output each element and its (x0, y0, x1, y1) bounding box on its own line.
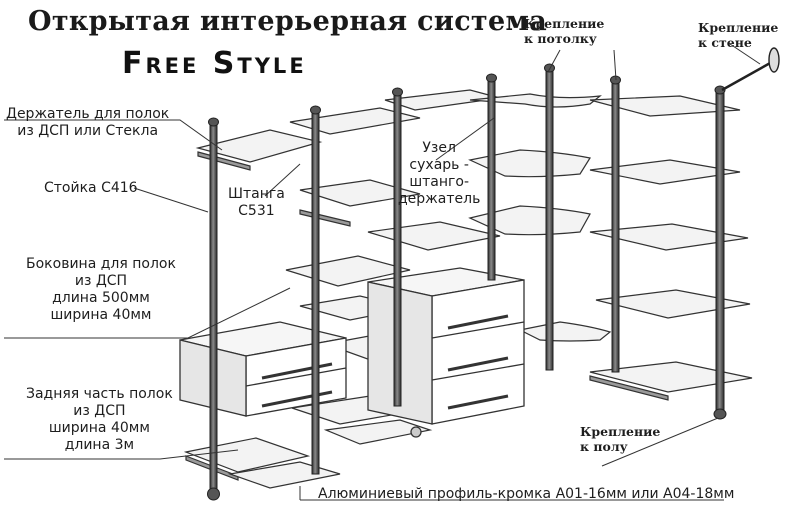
label-floor-mount: Крепление к полу (580, 424, 661, 454)
corner-shelves (468, 93, 612, 342)
callout-lines (4, 43, 761, 501)
post-5 (545, 69, 554, 371)
shelf-group-right (589, 95, 753, 401)
post-2 (311, 111, 320, 475)
drawer-box (179, 321, 347, 417)
label-back-part: Задняя часть полок из ДСП ширина 40мм дл… (26, 386, 173, 453)
post-7 (715, 91, 725, 413)
label-side-panel: Боковина для полок из ДСП длина 500мм ши… (26, 256, 176, 323)
post-1 (209, 121, 218, 493)
label-ceiling-mount: Крепление к потолку (524, 16, 605, 46)
label-shelf-holder: Держатель для полок из ДСП или Стекла (6, 106, 170, 139)
label-joint: Узел сухарь - штанго- держатель (398, 140, 481, 207)
label-post: Стойка С416 (44, 180, 138, 196)
page-subtitle: Free Style (122, 46, 307, 81)
wall-mount-bracket (721, 47, 780, 92)
post-4 (487, 79, 496, 281)
label-wall-mount: Крепление к стене (698, 20, 779, 50)
post-6 (611, 81, 620, 373)
drawer-chest (367, 267, 525, 438)
posts (207, 63, 727, 501)
page-title: Открытая интерьерная система (28, 6, 547, 37)
label-rod: Штанга С531 (228, 186, 285, 219)
label-profile: Алюминиевый профиль-кромка А01-16мм или … (318, 486, 735, 502)
